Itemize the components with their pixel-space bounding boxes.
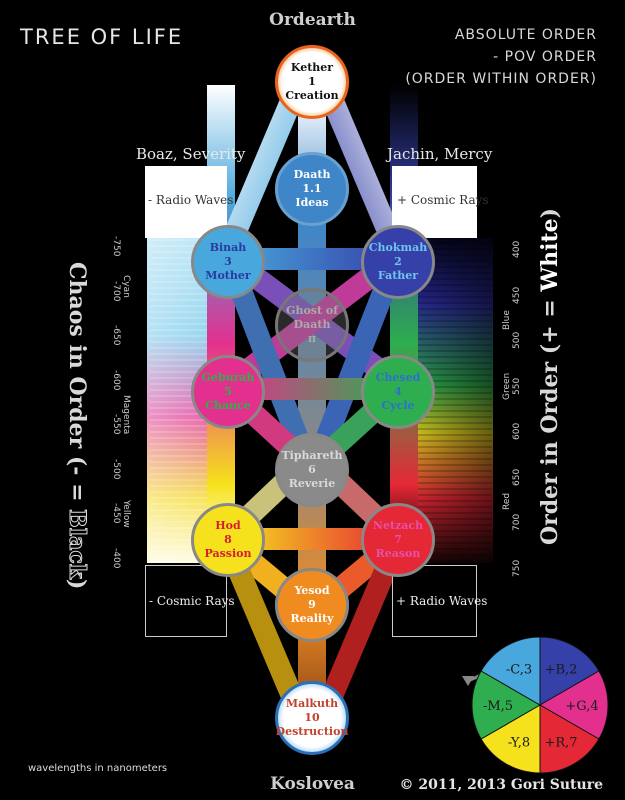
right-scale-tick: 700 <box>512 513 522 531</box>
order-note-line-1: ABSOLUTE ORDER <box>454 27 597 43</box>
sephirah-word: Mother <box>205 269 251 282</box>
right-pillar <box>390 85 418 555</box>
sephirah-num: 4 <box>394 385 402 398</box>
sephirah-word: Chance <box>205 399 251 412</box>
sephirah-name: Geburah <box>201 371 255 384</box>
sephirah-num: 2 <box>394 255 402 268</box>
right-scale-color: Green <box>502 372 512 400</box>
sephirah-name: Yesod <box>294 584 330 597</box>
left-scale-color: Yellow <box>121 500 131 528</box>
box-label-left-top: - Radio Waves <box>148 193 234 207</box>
box-label-right-top: + Cosmic Rays <box>397 193 489 207</box>
sephirah-num: 8 <box>224 533 232 546</box>
sephirah-num: 6 <box>308 463 316 476</box>
left-scale-tick: -550 <box>111 414 121 435</box>
sephirah-word: Father <box>377 269 419 282</box>
left-scale-tick: -750 <box>111 236 121 257</box>
right-scale-color: Blue <box>502 310 512 330</box>
right-side-text-emph: White <box>537 218 563 292</box>
right-scale-tick: 600 <box>512 422 522 440</box>
sephirah-num: 7 <box>394 533 402 546</box>
box-label-right-bottom: + Radio Waves <box>396 594 488 608</box>
box-label-left-bottom: - Cosmic Rays <box>149 594 235 608</box>
sephirah-word: Reality <box>290 612 334 625</box>
right-scale-tick: 500 <box>512 331 522 349</box>
left-side-text: Chaos in Order (- = Black) <box>64 262 91 590</box>
copyright: © 2011, 2013 Gori Suture <box>399 777 603 793</box>
order-note-line-3: (ORDER WITHIN ORDER) <box>405 71 597 87</box>
sephirah-num: π <box>307 332 317 345</box>
sephirah-name: Chesed <box>375 371 421 384</box>
bottom-label: Koslovea <box>270 774 355 794</box>
left-pillar-title: Boaz, Severity <box>136 145 246 163</box>
diagram-title: TREE OF LIFE <box>20 25 184 49</box>
sephirah-name: Chokmah <box>368 241 428 254</box>
sephirah-word: Cycle <box>381 399 415 412</box>
sephirah-word: Ideas <box>295 196 329 209</box>
sephirah-name: Netzach <box>372 519 424 532</box>
left-scale-tick: -450 <box>111 503 121 524</box>
right-scale-tick: 650 <box>512 468 522 486</box>
left-scale-tick: -600 <box>111 369 121 390</box>
left-side-text-emph: Black <box>64 509 91 580</box>
box-left-top <box>145 166 227 238</box>
sephirah-name: Kether <box>290 61 334 74</box>
right-scale-tick: 450 <box>512 286 522 304</box>
sephirah-num: 5 <box>224 385 232 398</box>
box-left-bottom <box>145 565 227 637</box>
sephirah-word: Creation <box>285 89 339 102</box>
order-note-line-2: - POV ORDER <box>493 49 597 65</box>
left-scale-tick: -400 <box>111 547 121 568</box>
sephirah-num: 9 <box>308 598 316 611</box>
sephirah-name: Tiphareth <box>281 449 343 462</box>
sephirah-word: Passion <box>204 547 252 560</box>
right-pillar-title: Jachin, Mercy <box>387 145 493 163</box>
left-scale-tick: -500 <box>111 458 121 479</box>
sephirah-name: Hod <box>215 519 241 532</box>
right-scale-tick: 750 <box>512 559 522 577</box>
sephirah-name: Binah <box>209 241 247 254</box>
sephirah-num: 1 <box>308 75 316 88</box>
right-side-text: Order in Order (+ = White) <box>537 207 563 545</box>
left-scale-color: Cyan <box>121 275 131 298</box>
right-scale-tick: 550 <box>512 377 522 395</box>
sephirah-name: Ghost of Daath <box>286 304 338 331</box>
left-scale-tick: -650 <box>111 325 121 346</box>
sephirah-name: Malkuth <box>285 697 339 710</box>
sephirah-word: Reverie <box>288 477 336 490</box>
top-label: Ordearth <box>269 10 356 30</box>
left-scale-tick: -700 <box>111 280 121 301</box>
sephirah-num: 10 <box>304 711 320 724</box>
sephirah-word: Destruction <box>275 725 349 738</box>
sephirah-num: 1.1 <box>302 182 322 195</box>
sephirah-num: 3 <box>224 255 232 268</box>
left-scale-color: Magenta <box>121 395 131 435</box>
sephirah-word: Reason <box>375 547 421 560</box>
right-scale-tick: 400 <box>512 240 522 258</box>
box-right-bottom <box>392 565 477 637</box>
sephirah-name: Daath <box>293 168 331 181</box>
left-pillar <box>207 85 235 555</box>
footer-note: wavelengths in nanometers <box>28 763 168 774</box>
right-scale-color: Red <box>502 492 512 510</box>
